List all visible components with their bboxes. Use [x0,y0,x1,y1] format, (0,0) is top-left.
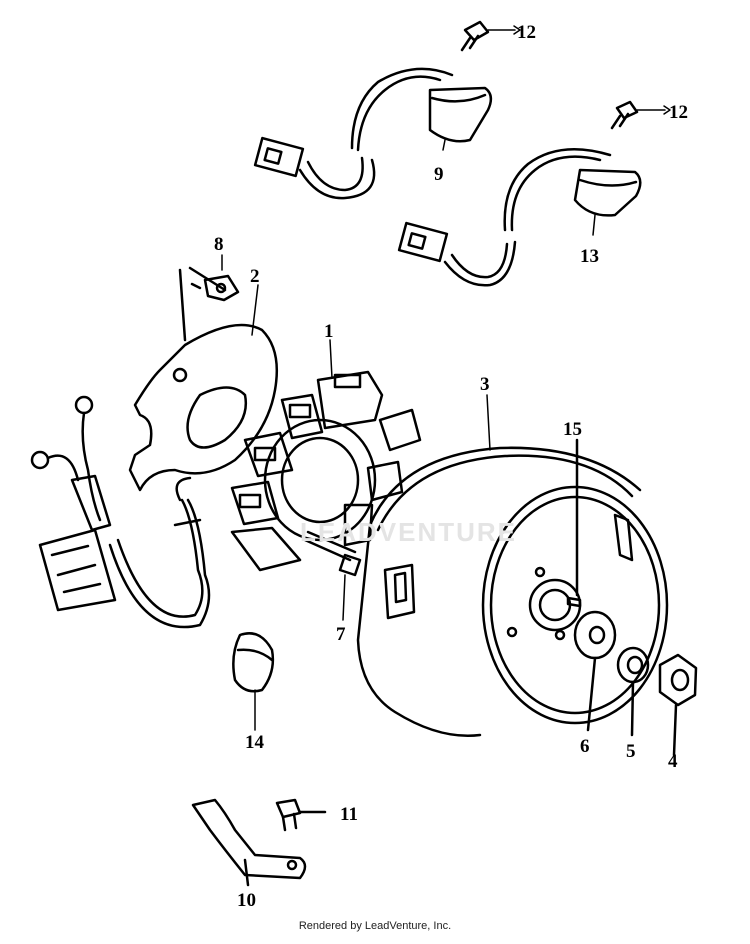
pickup-coil-9 [253,67,493,200]
callout-10: 10 [237,890,256,911]
bolt-12-upper [460,20,490,52]
callout-1: 1 [324,321,334,342]
key-15 [566,438,582,608]
callout-9: 9 [434,164,444,185]
callout-14: 14 [245,732,265,753]
callout-6: 6 [580,736,590,757]
lock-washer-5 [616,646,650,737]
leader-lines [221,25,671,731]
grommet-14 [232,632,275,693]
washer-6 [573,610,617,732]
flywheel-3 [356,446,669,737]
callout-12-right: 12 [669,102,688,123]
callout-3: 3 [480,374,490,395]
callout-12-upper: 12 [517,22,536,43]
stator-1 [230,370,422,572]
stator-plate-2 [128,266,279,492]
callout-5: 5 [626,741,636,762]
bolt-7 [303,530,362,577]
callout-2: 2 [250,266,260,287]
callout-13: 13 [580,246,599,267]
plate-10 [191,798,307,887]
callout-8: 8 [214,234,224,255]
pickup-coil-13 [397,147,642,287]
callout-11: 11 [340,804,358,825]
watermark: LEADVENTURE [300,517,518,547]
bolt-11 [275,798,327,832]
wiring-harness [30,395,211,629]
footer-credit: Rendered by LeadVenture, Inc. [298,920,452,932]
bolt-12-right [610,100,639,130]
screw-8 [190,274,240,302]
callouts: 12 12 9 13 8 2 1 3 15 7 14 6 5 4 11 10 [214,22,688,911]
nut-4 [658,653,698,757]
callout-4: 4 [668,751,678,772]
callout-15: 15 [563,419,582,440]
callout-7: 7 [336,624,346,645]
